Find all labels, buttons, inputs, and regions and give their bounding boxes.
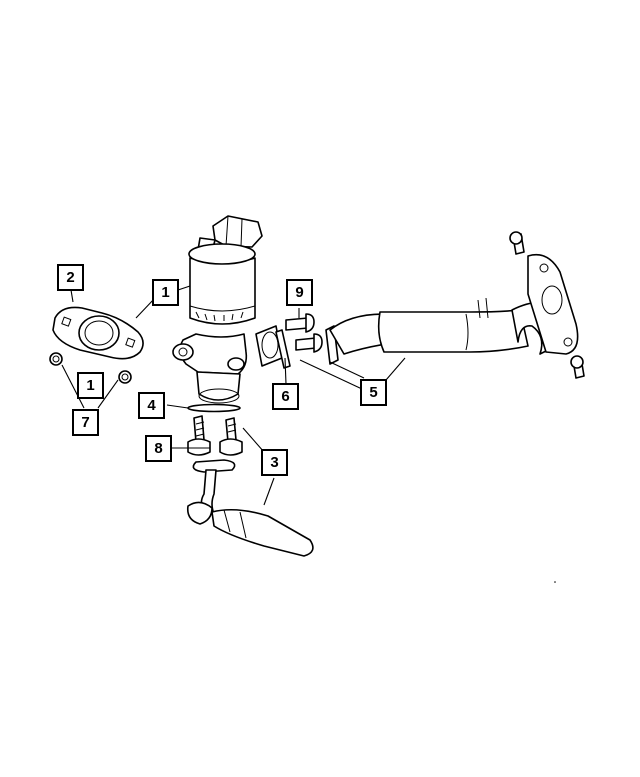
- callout-1-top: 1: [152, 279, 179, 306]
- bolt-parts: [187, 415, 243, 456]
- callout-3-label: 3: [270, 454, 278, 471]
- callout-5-label: 5: [369, 384, 377, 401]
- callout-7: 7: [72, 409, 99, 436]
- callout-9-label: 9: [295, 284, 303, 301]
- flange-gasket-part: [52, 306, 144, 360]
- callout-7-label: 7: [81, 414, 89, 431]
- leader-lines: [61, 285, 406, 506]
- callout-1-top-label: 1: [161, 284, 169, 301]
- upper-bolt-parts: [285, 313, 323, 353]
- callout-1-left: 1: [77, 372, 104, 399]
- callout-9: 9: [286, 279, 313, 306]
- callout-8: 8: [145, 435, 172, 462]
- corner-mark: [554, 581, 556, 583]
- callout-2-label: 2: [66, 269, 74, 286]
- callout-6: 6: [272, 383, 299, 410]
- callout-2: 2: [57, 264, 84, 291]
- nut-parts: [49, 352, 132, 384]
- small-gasket-part: [275, 329, 291, 369]
- egr-tube-part: [325, 231, 585, 379]
- o-ring-seal-part: [187, 403, 241, 413]
- callout-3: 3: [261, 449, 288, 476]
- callout-5: 5: [360, 379, 387, 406]
- callout-8-label: 8: [154, 440, 162, 457]
- callout-1-left-label: 1: [86, 377, 94, 394]
- callout-4: 4: [138, 392, 165, 419]
- callout-4-label: 4: [147, 397, 156, 414]
- callout-6-label: 6: [281, 388, 289, 405]
- lower-tube-part: [186, 459, 314, 557]
- egr-valve-part: [172, 215, 283, 404]
